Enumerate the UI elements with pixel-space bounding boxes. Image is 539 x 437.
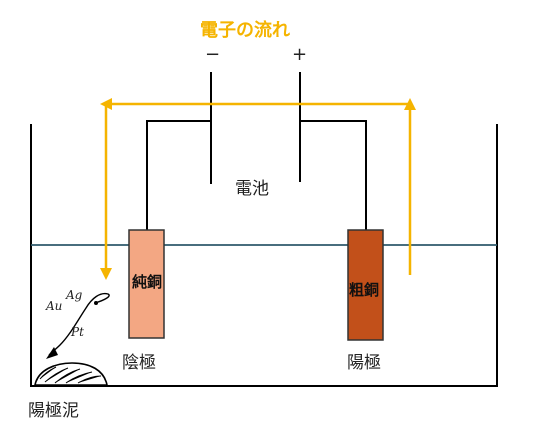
- metal-label-pt: Pt: [71, 325, 84, 339]
- battery-label: 電池: [235, 179, 269, 199]
- electron-flow-arrowhead-down: [100, 268, 112, 280]
- battery-minus-sign: −: [205, 44, 221, 65]
- pure-copper-label: 純銅: [132, 273, 163, 291]
- pure-copper-electrode: [128, 229, 165, 339]
- beaker-wall: [30, 124, 498, 387]
- anode-mud-hatching: [39, 366, 102, 384]
- electron-flow-title: 電子の流れ: [200, 20, 290, 41]
- wire-to-cathode: [146, 120, 211, 230]
- metal-label-au: Au: [46, 299, 63, 313]
- metal-label-ag: Ag: [66, 288, 83, 302]
- electron-flow-arrowhead-left: [100, 98, 112, 110]
- falling-metals-curve: [48, 292, 110, 356]
- anode-label: 陽極: [347, 353, 381, 373]
- electron-flow-arrowhead-up: [404, 98, 416, 110]
- falling-metals-arrowhead: [46, 347, 58, 359]
- anode-mud-label: 陽極泥: [28, 401, 79, 421]
- wire-to-anode: [300, 120, 367, 230]
- electron-flow-path: [104, 102, 412, 275]
- crude-copper-electrode: [347, 229, 384, 341]
- cathode-label: 陰極: [122, 353, 156, 373]
- battery-plus-sign: +: [292, 44, 308, 65]
- crude-copper-label: 粗銅: [349, 281, 380, 299]
- falling-metals-dot: [94, 301, 98, 305]
